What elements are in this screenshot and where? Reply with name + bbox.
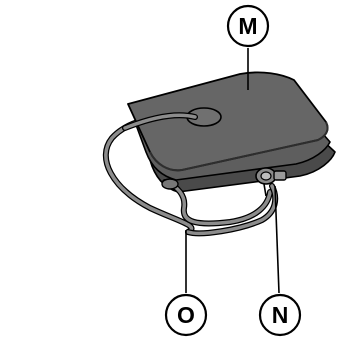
cuff-fold-edge bbox=[149, 121, 329, 172]
callout-M: M bbox=[226, 4, 270, 48]
air-tube-lower bbox=[162, 179, 273, 227]
callout-label-O: O bbox=[177, 302, 195, 328]
callout-label-N: N bbox=[272, 302, 289, 328]
tube-clip bbox=[161, 178, 179, 190]
callout-label-M: M bbox=[238, 13, 257, 39]
callout-O: O bbox=[164, 293, 208, 337]
leader-line-N bbox=[274, 185, 280, 294]
callout-N: N bbox=[258, 293, 302, 337]
connector-plug bbox=[255, 167, 287, 197]
